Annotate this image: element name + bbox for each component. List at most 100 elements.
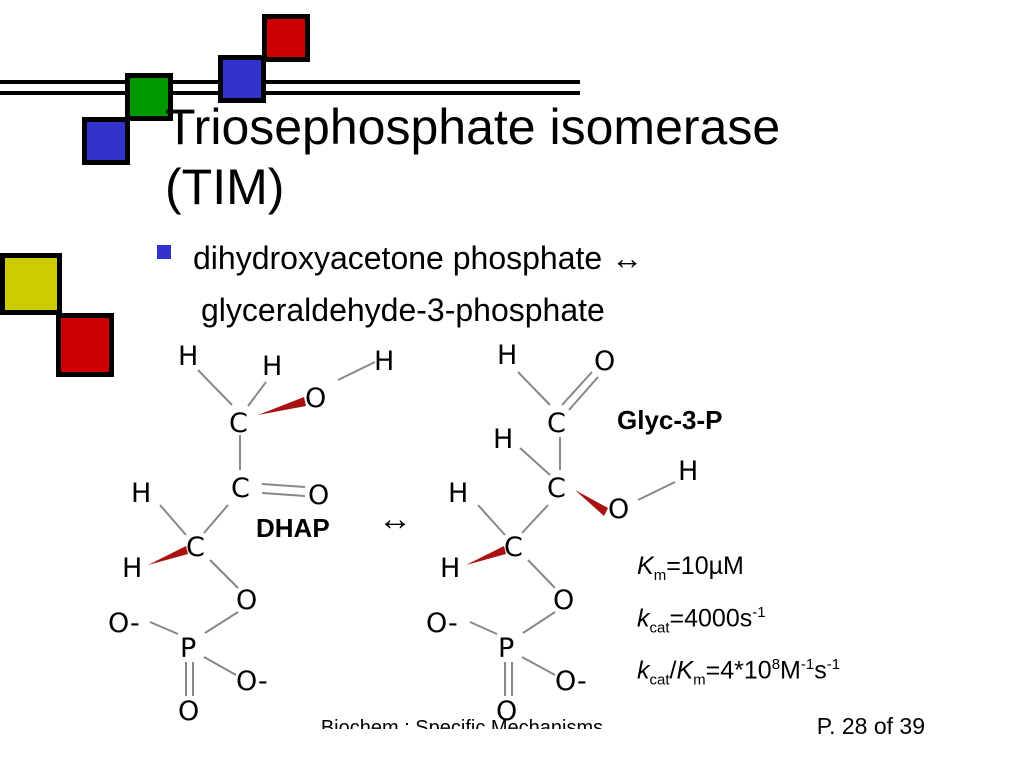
atom-p: P <box>498 633 514 664</box>
atom-h: H <box>131 478 151 509</box>
kcat-exponent: -1 <box>752 604 766 621</box>
decor-square-red-left <box>56 313 114 377</box>
dhap-structure <box>148 361 376 696</box>
atom-h: H <box>122 553 142 584</box>
bond <box>637 481 676 501</box>
ratio-km-subscript: m <box>693 671 706 689</box>
bond <box>469 621 498 635</box>
ratio-separator: / <box>669 656 677 685</box>
bond <box>477 504 506 536</box>
wedge-bond <box>258 397 306 415</box>
bond <box>159 504 187 536</box>
bond <box>522 611 556 634</box>
atom-c: C <box>231 473 250 504</box>
wedge-bond <box>148 546 188 565</box>
kinetics-block: Km=10µM kcat=4000s-1 kcat/Km=4*108M-1s-1 <box>637 548 840 699</box>
bullet-line-2: glyceraldehyde-3-phosphate <box>201 292 605 328</box>
atom-o: O <box>236 585 257 616</box>
bond <box>197 369 233 406</box>
bond <box>521 656 556 676</box>
slide-title: Triosephosphate isomerase (TIM) <box>165 97 925 217</box>
atom-c: C <box>186 532 205 563</box>
atom-h: H <box>678 456 698 487</box>
atom-o: O <box>305 383 326 414</box>
atom-o-minus: O- <box>426 608 458 639</box>
atom-c: C <box>547 473 566 504</box>
bond <box>247 381 267 407</box>
atom-h: H <box>440 553 460 584</box>
decor-square-yellow <box>0 253 62 315</box>
kcat-value: =4000s <box>669 604 753 633</box>
ratio-value: =4*10 <box>705 656 772 685</box>
title-line-2: (TIM) <box>165 159 285 215</box>
ratio-unit-m: M <box>780 656 801 685</box>
atom-o: O <box>608 494 629 525</box>
atom-o-minus: O- <box>555 666 587 697</box>
kcat-symbol: k <box>637 604 650 633</box>
ratio-km-symbol: K <box>676 656 694 685</box>
atom-h: H <box>374 346 394 377</box>
atom-c: C <box>547 408 566 439</box>
wedge-bond <box>466 546 506 565</box>
dhap-label: DHAP <box>256 513 330 543</box>
bond <box>561 371 593 406</box>
atom-h: H <box>448 478 468 509</box>
atom-o-minus: O- <box>108 608 140 639</box>
km-value: =10µM <box>666 552 744 580</box>
bond <box>203 656 237 676</box>
atom-o-minus: O- <box>236 666 268 697</box>
bullet-line-1: dihydroxyacetone phosphate ↔ <box>193 240 644 276</box>
title-line-1: Triosephosphate isomerase <box>165 99 781 155</box>
bond <box>149 621 179 635</box>
atom-o: O <box>308 480 329 511</box>
footer-page-number: P. 28 of 39 <box>816 713 925 739</box>
ratio-line: kcat/Km=4*108M-1s-1 <box>637 646 840 698</box>
bond <box>261 492 306 497</box>
decor-square-red-top <box>262 14 310 62</box>
bond <box>209 559 239 589</box>
bullet-square-icon <box>157 245 171 259</box>
atom-o: O <box>178 696 199 727</box>
decor-square-blue-top <box>218 55 266 103</box>
decor-line-top <box>0 80 580 84</box>
bullet-text: dihydroxyacetone phosphate ↔ glyceraldeh… <box>193 232 893 336</box>
atom-c: C <box>229 408 248 439</box>
kcat-line: kcat=4000s-1 <box>637 594 840 646</box>
bond <box>568 376 599 411</box>
bond <box>521 504 549 534</box>
atom-o: O <box>496 696 517 727</box>
bond <box>517 371 551 406</box>
atom-labels: H H H C O H C O C H O O- P O- O H O C H … <box>108 340 698 727</box>
bond <box>261 483 306 488</box>
footer-course-title: Biochem.: Specific Mechanisms <box>320 717 604 739</box>
bond <box>203 504 229 534</box>
glyc-structure <box>466 371 676 696</box>
km-subscript: m <box>653 567 667 584</box>
glyc-label: Glyc-3-P <box>617 405 723 435</box>
ratio-exponent: 8 <box>771 656 781 674</box>
atom-h: H <box>497 340 517 371</box>
km-symbol: K <box>637 552 654 580</box>
atom-o: O <box>553 585 574 616</box>
ratio-kcat-subscript: cat <box>649 671 670 689</box>
equilibrium-arrow-icon: ↔ <box>378 500 412 538</box>
atom-c: C <box>504 532 523 563</box>
decor-square-blue-left <box>82 117 130 165</box>
kcat-subscript: cat <box>649 619 670 637</box>
atom-h: H <box>178 341 198 372</box>
atom-o: O <box>594 346 615 377</box>
bond <box>204 611 239 634</box>
decor-square-green <box>125 73 173 121</box>
bond <box>527 559 556 589</box>
atom-h: H <box>262 351 282 382</box>
ratio-unit-m-exponent: -1 <box>800 656 815 674</box>
wedge-bond <box>575 490 608 516</box>
atom-p: P <box>180 633 196 664</box>
bond <box>337 361 376 381</box>
atom-h: H <box>493 424 513 455</box>
ratio-unit-s: s <box>814 656 827 685</box>
ratio-kcat-symbol: k <box>637 656 650 685</box>
ratio-unit-s-exponent: -1 <box>826 656 841 674</box>
decor-line-bottom <box>0 91 580 95</box>
